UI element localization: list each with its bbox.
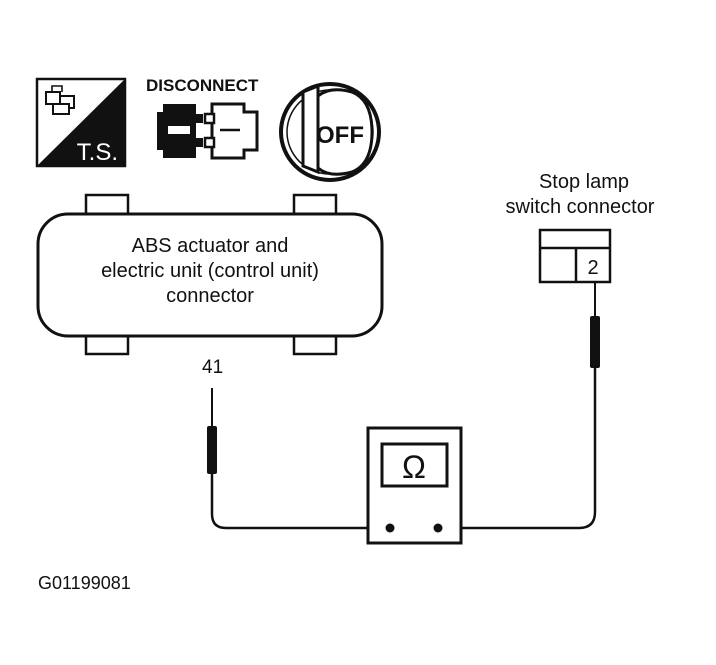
disconnect-icon: DISCONNECT [146, 76, 259, 160]
ignition-off-icon: OFF [279, 82, 381, 182]
meter-terminal-left [385, 523, 395, 533]
stop-lamp-connector: Stop lamp switch connector 2 [506, 171, 655, 284]
abs-label-line2: electric unit (control unit) [101, 260, 319, 282]
ignition-off-label: OFF [316, 122, 364, 149]
abs-label-line1: ABS actuator and [132, 235, 289, 257]
ts-icon-label: T.S. [77, 139, 118, 166]
figure-code: G01199081 [38, 573, 131, 593]
terminal-41-label: 41 [202, 357, 223, 378]
stop-lamp-terminal-2: 2 [587, 257, 598, 279]
ohmmeter: Ω [366, 426, 463, 545]
abs-connector: ABS actuator and electric unit (control … [36, 193, 384, 356]
meter-terminal-right [433, 523, 443, 533]
ts-icon: T.S. [35, 77, 127, 168]
right-probe [438, 282, 600, 530]
stop-lamp-label-line2: switch connector [506, 196, 655, 218]
disconnect-icon-label: DISCONNECT [146, 76, 259, 95]
ohm-symbol: Ω [402, 449, 426, 485]
stop-lamp-label-line1: Stop lamp [539, 171, 629, 193]
left-probe [207, 388, 388, 530]
abs-label-line3: connector [166, 285, 254, 307]
